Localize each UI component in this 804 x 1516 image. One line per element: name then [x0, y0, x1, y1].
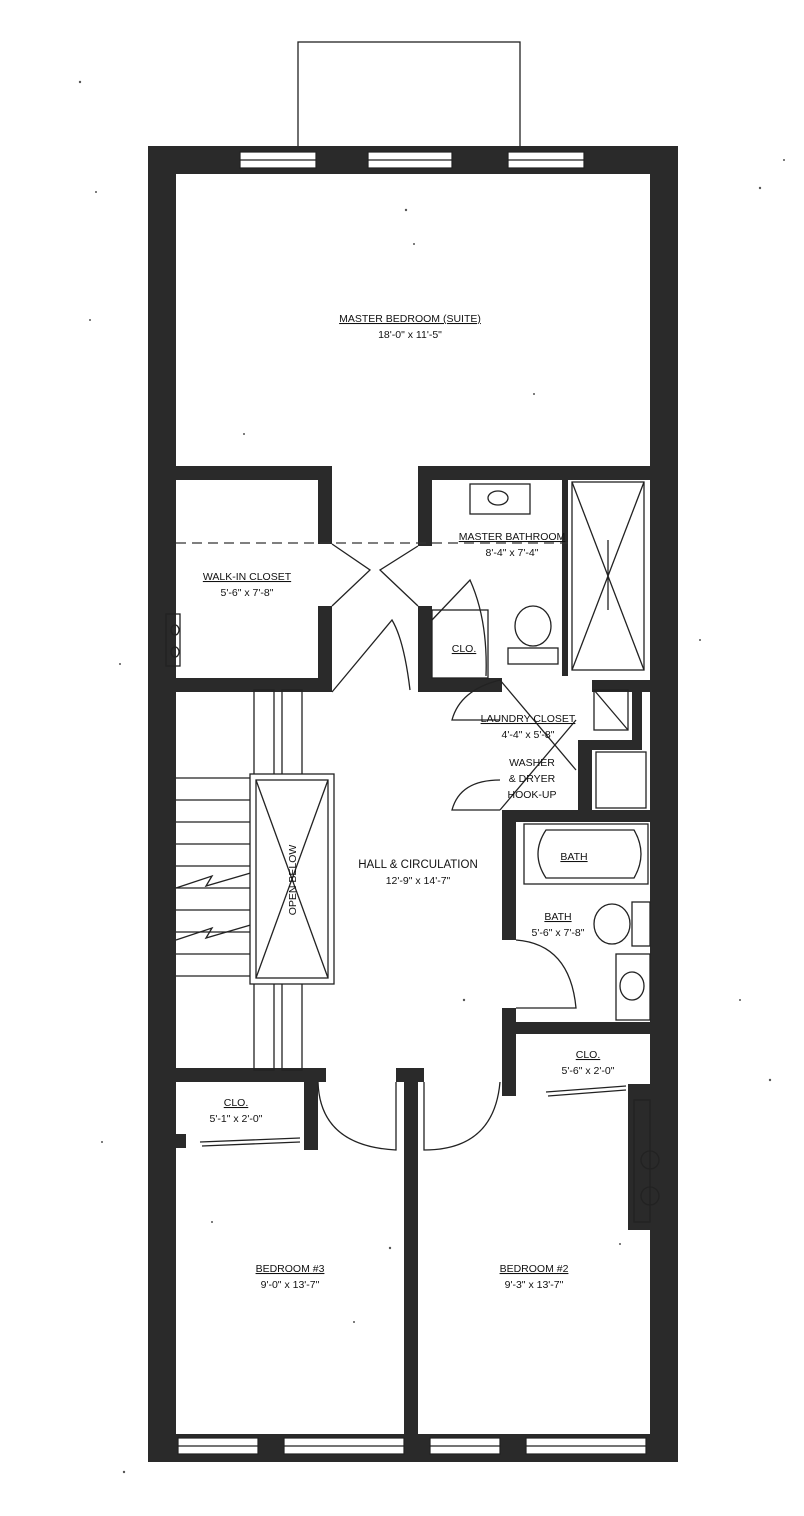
master-bedroom-dims: 18'-0" x 11'-5" [378, 329, 442, 341]
open-below-label: OPEN BELOW [287, 845, 299, 916]
top-windows [239, 151, 585, 169]
bath-fixtures [515, 823, 651, 1021]
bottom-windows [177, 1437, 647, 1455]
laundry-note-3: HOOK-UP [507, 789, 556, 801]
clo-left-label: CLO. [224, 1097, 249, 1109]
walk-in-closet-label: WALK-IN CLOSET [203, 571, 292, 583]
bath-tub-label: BATH [560, 851, 587, 863]
interior-walls [176, 466, 650, 1434]
bedroom-3-label: BEDROOM #3 [256, 1263, 325, 1275]
laundry-note-1: WASHER [509, 757, 555, 769]
master-bathroom-dims: 8'-4" x 7'-4" [486, 547, 539, 559]
master-bathroom-label: MASTER BATHROOM [459, 531, 566, 543]
walk-in-closet-doors [331, 543, 419, 693]
clo-left-fixtures [176, 1134, 301, 1148]
bedroom-2-label: BEDROOM #2 [500, 1263, 569, 1275]
clo-right-fixtures [545, 1085, 660, 1223]
bedroom-doors [317, 1081, 501, 1151]
bath-dims: 5'-6" x 7'-8" [532, 927, 585, 939]
laundry-note-2: & DRYER [509, 773, 556, 785]
walk-in-closet-dims: 5'-6" x 7'-8" [221, 587, 274, 599]
laundry-closet-dims: 4'-4" x 5'-8" [502, 729, 555, 741]
bath-label: BATH [544, 911, 571, 923]
clo-right-label: CLO. [576, 1049, 601, 1061]
wall-outlet [165, 613, 181, 667]
master-clo-label: CLO. [452, 643, 477, 655]
master-clo-box [431, 609, 489, 679]
master-bath-fixtures [469, 481, 645, 671]
laundry-fixtures [451, 679, 647, 811]
master-clo-door [431, 578, 487, 677]
open-below-area [249, 773, 335, 985]
bedroom-3-dims: 9'-0" x 13'-7" [261, 1279, 320, 1291]
clo-right-dims: 5'-6" x 2'-0" [562, 1065, 615, 1077]
hall-label: HALL & CIRCULATION [358, 859, 478, 871]
clo-left-dims: 5'-1" x 2'-0" [210, 1113, 263, 1125]
hall-dims: 12'-9" x 14'-7" [386, 875, 451, 887]
master-bedroom-label: MASTER BEDROOM (SUITE) [339, 313, 481, 325]
balcony [297, 41, 521, 151]
scan-noise [78, 80, 785, 1474]
laundry-closet-label: LAUNDRY CLOSET [481, 713, 576, 725]
bedroom-2-dims: 9'-3" x 13'-7" [505, 1279, 564, 1291]
